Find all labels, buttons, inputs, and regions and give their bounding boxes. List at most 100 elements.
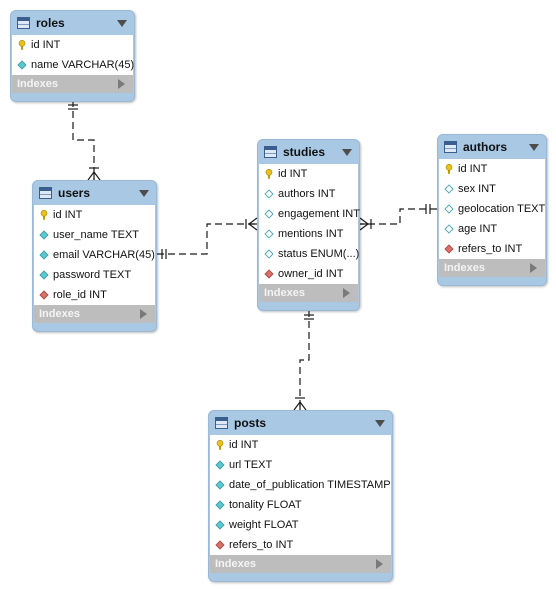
entity-header[interactable]: users <box>33 181 156 205</box>
relationship-authors-studies <box>360 208 437 225</box>
column-row[interactable]: id INT <box>34 205 155 225</box>
collapse-arrow-icon[interactable] <box>342 149 352 156</box>
column-row[interactable]: geolocation TEXT <box>439 199 545 219</box>
indexes-section[interactable]: Indexes <box>439 259 545 277</box>
primary-key-icon <box>18 40 26 50</box>
expand-arrow-icon[interactable] <box>530 263 537 273</box>
expand-arrow-icon[interactable] <box>118 79 125 89</box>
column-label: id INT <box>229 439 259 451</box>
expand-arrow-icon[interactable] <box>376 559 383 569</box>
indexes-label: Indexes <box>264 287 305 299</box>
column-row[interactable]: mentions INT <box>259 224 358 244</box>
column-row[interactable]: name VARCHAR(45) <box>12 55 135 75</box>
entity-name: posts <box>234 416 267 430</box>
column-row[interactable]: status ENUM(...) <box>259 244 360 264</box>
expand-arrow-icon[interactable] <box>343 288 350 298</box>
one-marker-studies-bottom <box>304 314 314 320</box>
entity-header[interactable]: posts <box>209 411 392 435</box>
column-label: sex INT <box>458 183 496 195</box>
primary-key-icon <box>216 440 224 450</box>
column-label: refers_to INT <box>458 243 523 255</box>
column-label: date_of_publication TIMESTAMP <box>229 479 391 491</box>
indexes-label: Indexes <box>39 308 80 320</box>
entity-posts[interactable]: posts id INT url TEXT date_of_publication … <box>208 410 393 582</box>
entity-authors[interactable]: authors id INT sex INT geolocation TEXT age… <box>437 134 547 286</box>
many-marker-users-top <box>87 167 101 181</box>
column-list: id INT name VARCHAR(45) <box>12 35 135 75</box>
column-label: mentions INT <box>278 228 344 240</box>
column-label: refers_to INT <box>229 539 294 551</box>
column-row[interactable]: owner_id INT <box>259 264 358 284</box>
column-row[interactable]: email VARCHAR(45) <box>34 245 155 265</box>
nullable-column-diamond-icon <box>444 224 454 234</box>
column-label: owner_id INT <box>278 268 344 280</box>
column-row[interactable]: url TEXT <box>210 455 391 475</box>
nullable-column-diamond-icon <box>264 249 274 259</box>
column-row[interactable]: password TEXT <box>34 265 155 285</box>
foreign-key-diamond-icon <box>444 244 454 254</box>
column-label: tonality FLOAT <box>229 499 302 511</box>
column-row[interactable]: role_id INT <box>34 285 155 305</box>
indexes-section[interactable]: Indexes <box>34 305 155 323</box>
collapse-arrow-icon[interactable] <box>375 420 385 427</box>
column-label: status ENUM(...) <box>278 248 360 260</box>
primary-key-icon <box>40 210 48 220</box>
collapse-arrow-icon[interactable] <box>529 144 539 151</box>
entity-roles[interactable]: roles id INT name VARCHAR(45) Indexes <box>10 10 135 102</box>
column-label: role_id INT <box>53 289 107 301</box>
column-row[interactable]: id INT <box>210 435 391 455</box>
foreign-key-diamond-icon <box>39 290 49 300</box>
column-row[interactable]: id INT <box>12 35 133 55</box>
primary-key-icon <box>265 169 273 179</box>
column-row[interactable]: engagement INT <box>259 204 360 224</box>
indexes-label: Indexes <box>17 78 58 90</box>
primary-key-icon <box>445 164 453 174</box>
column-list: id INT sex INT geolocation TEXT age INT refe… <box>439 159 545 259</box>
indexes-section[interactable]: Indexes <box>259 284 358 302</box>
column-diamond-icon <box>39 250 49 260</box>
nullable-column-diamond-icon <box>264 209 274 219</box>
indexes-section[interactable]: Indexes <box>12 75 133 93</box>
column-diamond-icon <box>215 500 225 510</box>
column-label: age INT <box>458 223 498 235</box>
column-row[interactable]: tonality FLOAT <box>210 495 391 515</box>
table-icon <box>39 187 52 199</box>
expand-arrow-icon[interactable] <box>140 309 147 319</box>
one-marker-authors-left <box>425 204 431 214</box>
entity-header[interactable]: roles <box>11 11 134 35</box>
nullable-column-diamond-icon <box>444 204 454 214</box>
column-label: name VARCHAR(45) <box>31 59 135 71</box>
many-marker-posts-top <box>293 397 307 411</box>
foreign-key-diamond-icon <box>264 269 274 279</box>
column-row[interactable]: id INT <box>259 164 358 184</box>
table-icon <box>215 417 228 429</box>
entity-header[interactable]: studies <box>258 140 359 164</box>
table-icon <box>17 17 30 29</box>
column-label: id INT <box>53 209 83 221</box>
column-label: password TEXT <box>53 269 132 281</box>
collapse-arrow-icon[interactable] <box>117 20 127 27</box>
column-row[interactable]: refers_to INT <box>210 535 391 555</box>
column-row[interactable]: authors INT <box>259 184 358 204</box>
column-row[interactable]: refers_to INT <box>439 239 545 259</box>
one-marker-users-right <box>161 249 167 259</box>
column-row[interactable]: id INT <box>439 159 545 179</box>
indexes-section[interactable]: Indexes <box>210 555 391 573</box>
relationship-studies-posts <box>299 310 310 410</box>
column-row[interactable]: age INT <box>439 219 545 239</box>
column-row[interactable]: user_name TEXT <box>34 225 155 245</box>
entity-name: studies <box>283 145 326 159</box>
column-row[interactable]: weight FLOAT <box>210 515 391 535</box>
column-row[interactable]: date_of_publication TIMESTAMP <box>210 475 391 495</box>
column-label: id INT <box>31 39 61 51</box>
entity-header[interactable]: authors <box>438 135 546 159</box>
column-row[interactable]: sex INT <box>439 179 545 199</box>
many-marker-studies-right <box>359 217 372 231</box>
collapse-arrow-icon[interactable] <box>139 190 149 197</box>
table-icon <box>264 146 277 158</box>
